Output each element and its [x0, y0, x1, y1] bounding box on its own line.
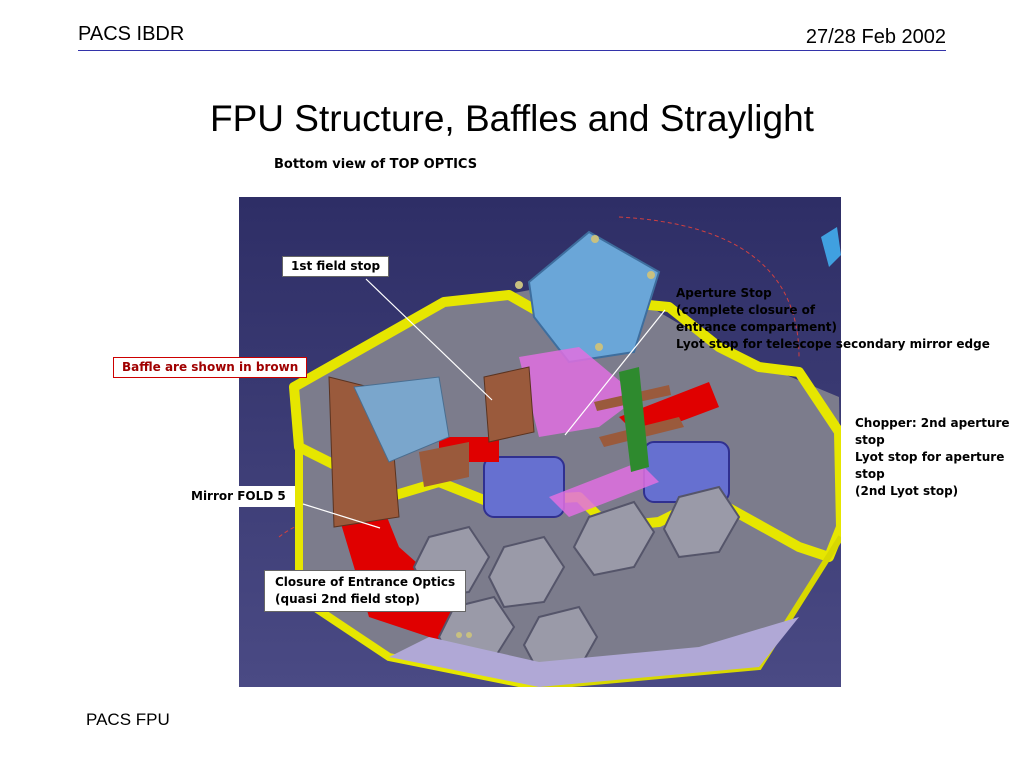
aperture-stop-line-4: Lyot stop for telescope secondary mirror…	[676, 337, 990, 351]
aperture-stop-line-1: Aperture Stop	[676, 286, 772, 300]
header-date: 27/28 Feb 2002	[805, 26, 946, 48]
aperture-stop-line-3: entrance compartment)	[676, 320, 838, 334]
footer-text: PACS FPU	[86, 710, 170, 729]
chopper-line-1: Chopper: 2nd aperture	[855, 416, 1010, 430]
chopper-line-5: (2nd Lyot stop)	[855, 484, 959, 498]
slide-title: FPU Structure, Baffles and Straylight	[210, 98, 814, 139]
header-left: PACS IBDR	[78, 23, 185, 45]
label-aperture-stop: Aperture Stop (complete closure of entra…	[676, 285, 990, 353]
closure-line-2: (quasi 2nd field stop)	[275, 592, 420, 606]
slide-subtitle: Bottom view of TOP OPTICS	[274, 157, 478, 172]
aperture-stop-line-2: (complete closure of	[676, 303, 816, 317]
label-1st-field-stop: 1st field stop	[282, 256, 390, 277]
header-rule	[78, 50, 946, 51]
chopper-line-3: Lyot stop for aperture	[855, 450, 1005, 464]
label-chopper: Chopper: 2nd aperture stop Lyot stop for…	[855, 415, 1010, 500]
label-mirror-fold-5: Mirror FOLD 5	[182, 486, 295, 507]
label-baffle-brown: Baffle are shown in brown	[113, 357, 308, 378]
chopper-line-4: stop	[855, 467, 885, 481]
label-closure-entrance-optics: Closure of Entrance Optics (quasi 2nd fi…	[264, 570, 467, 612]
closure-line-1: Closure of Entrance Optics	[275, 575, 456, 589]
chopper-line-2: stop	[855, 433, 885, 447]
